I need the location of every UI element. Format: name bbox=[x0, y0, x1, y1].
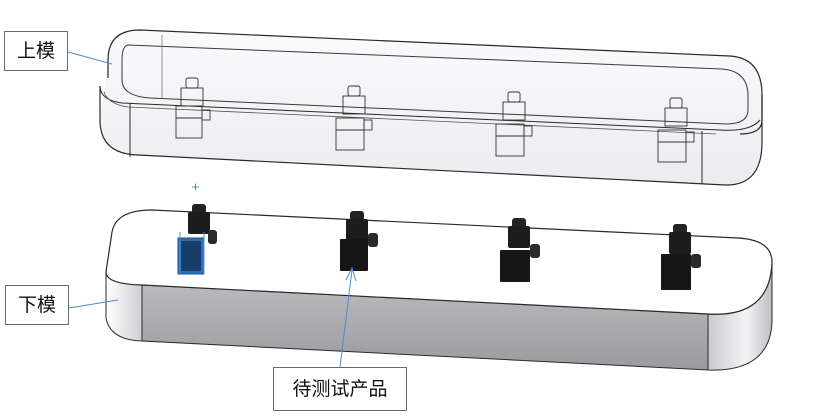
lower-mold-components bbox=[177, 204, 701, 290]
lower-mold bbox=[105, 209, 773, 371]
leader-lines bbox=[67, 51, 357, 368]
product-under-test-label: 待测试产品 bbox=[273, 367, 407, 411]
leader-product bbox=[339, 269, 353, 368]
upper-component-3 bbox=[495, 91, 533, 157]
upper-mold-body bbox=[100, 30, 762, 186]
upper-mold-lower-rim bbox=[99, 85, 761, 131]
leader-lower-mold bbox=[68, 299, 119, 309]
upper-mold-bottom-outline bbox=[99, 86, 763, 186]
upper-component-1 bbox=[175, 77, 211, 139]
upper-mold-components bbox=[175, 77, 695, 163]
lower-component-2 bbox=[340, 211, 378, 271]
crosshair-icon bbox=[192, 183, 199, 191]
lower-mold-top-face bbox=[105, 209, 773, 315]
lower-component-4 bbox=[661, 224, 701, 290]
lower-component-1 bbox=[177, 204, 217, 275]
upper-component-2 bbox=[335, 85, 373, 151]
upper-mold bbox=[99, 29, 763, 186]
lower-component-3 bbox=[500, 218, 540, 282]
upper-mold-label: 上模 bbox=[4, 31, 68, 71]
upper-mold-inner-rim bbox=[121, 44, 749, 125]
lower-mold-label: 下模 bbox=[5, 285, 69, 325]
leader-upper-mold bbox=[67, 51, 113, 65]
upper-component-4 bbox=[657, 97, 695, 163]
